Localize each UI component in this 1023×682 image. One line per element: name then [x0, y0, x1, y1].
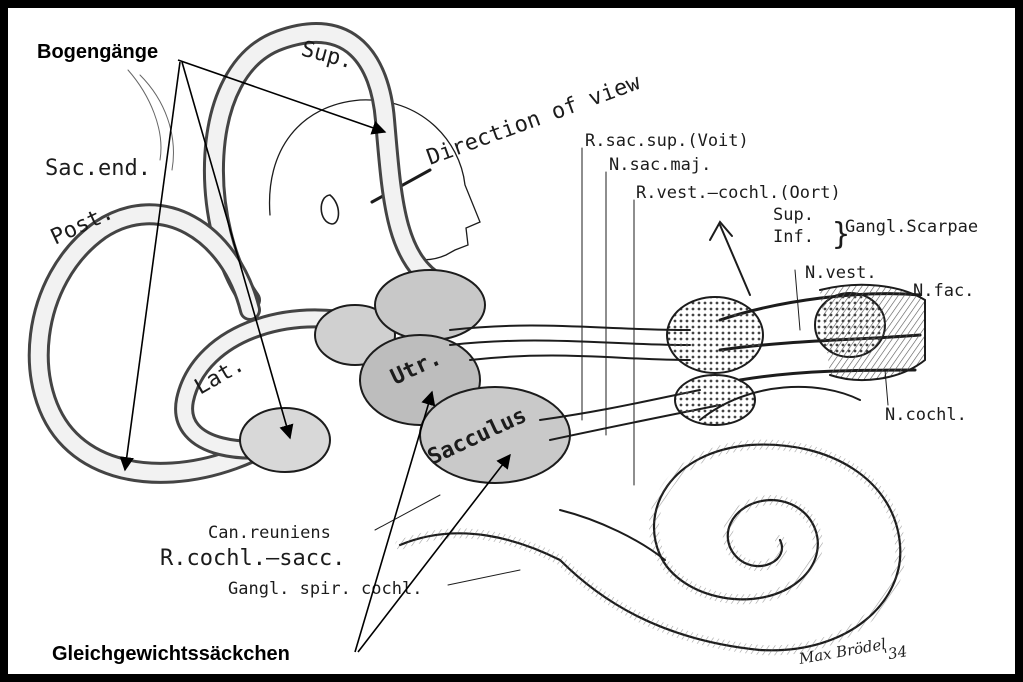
label-n-sac-maj: N.sac.maj. [609, 155, 711, 175]
label-n-cochl: N.cochl. [885, 405, 967, 425]
label-r-cochl-sacc: R.cochl.–sacc. [160, 546, 345, 571]
label-gangl-scarpae: Gangl.Scarpae [845, 217, 978, 237]
annotation-bogengaenge: Bogengänge [37, 41, 158, 63]
signature-year: '34 [883, 642, 909, 664]
label-r-sac-sup: R.sac.sup.(Voit) [585, 131, 749, 151]
label-inf: Inf. [773, 227, 814, 247]
annotation-gleichgewichtssaeckchen: Gleichgewichtssäckchen [52, 643, 290, 665]
label-sup-2: Sup. [773, 205, 814, 225]
label-gangl-spir-cochl: Gangl. spir. cochl. [228, 579, 422, 599]
label-can-reuniens: Can.reuniens [208, 523, 331, 543]
label-n-fac: N.fac. [913, 281, 974, 301]
label-r-vest-cochl: R.vest.–cochl.(Oort) [636, 183, 841, 203]
label-n-vest: N.vest. [805, 263, 877, 283]
label-sac-end: Sac.end. [45, 156, 151, 181]
